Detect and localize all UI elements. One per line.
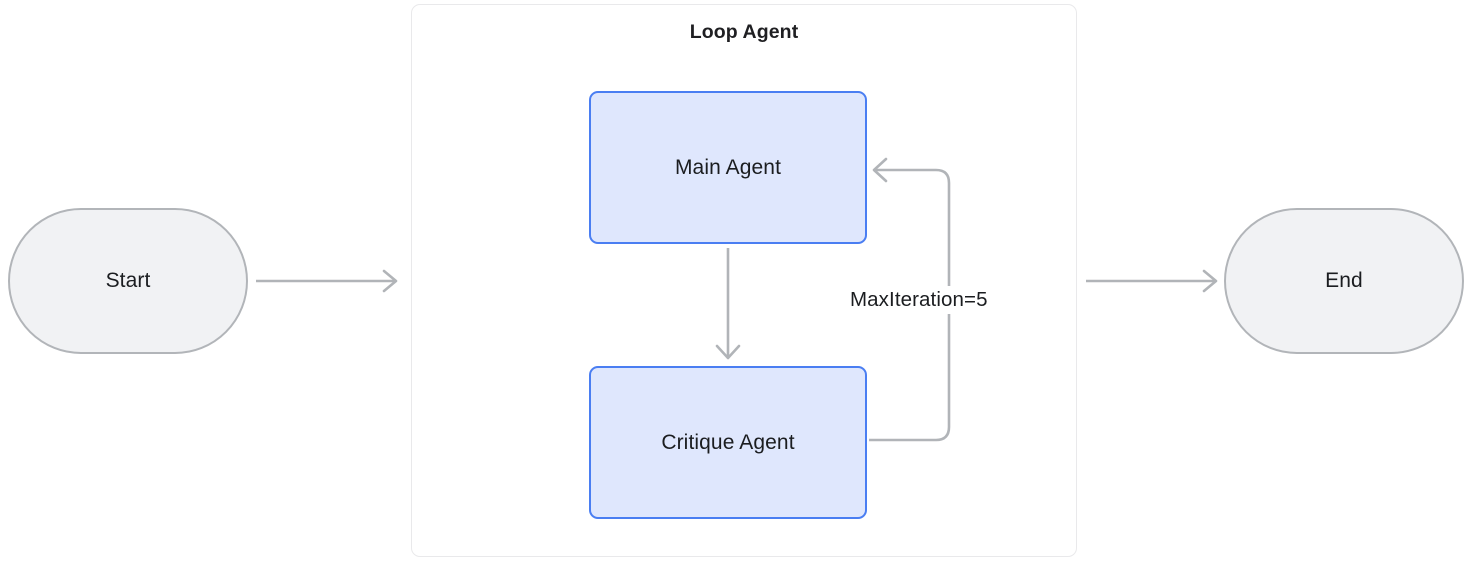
node-end-label: End: [1325, 269, 1363, 292]
loop-agent-title: Loop Agent: [689, 21, 799, 43]
edge-loop-to-end: [1086, 269, 1218, 293]
edge-label-max-iteration: MaxIteration=5: [845, 286, 993, 314]
node-main-agent[interactable]: Main Agent: [589, 91, 867, 244]
node-critique-agent[interactable]: Critique Agent: [589, 366, 867, 519]
node-start[interactable]: Start: [8, 208, 248, 354]
edge-start-to-loop: [256, 269, 398, 293]
node-end[interactable]: End: [1224, 208, 1464, 354]
node-critique-agent-label: Critique Agent: [661, 430, 795, 454]
node-start-label: Start: [105, 269, 151, 292]
node-main-agent-label: Main Agent: [674, 155, 782, 179]
